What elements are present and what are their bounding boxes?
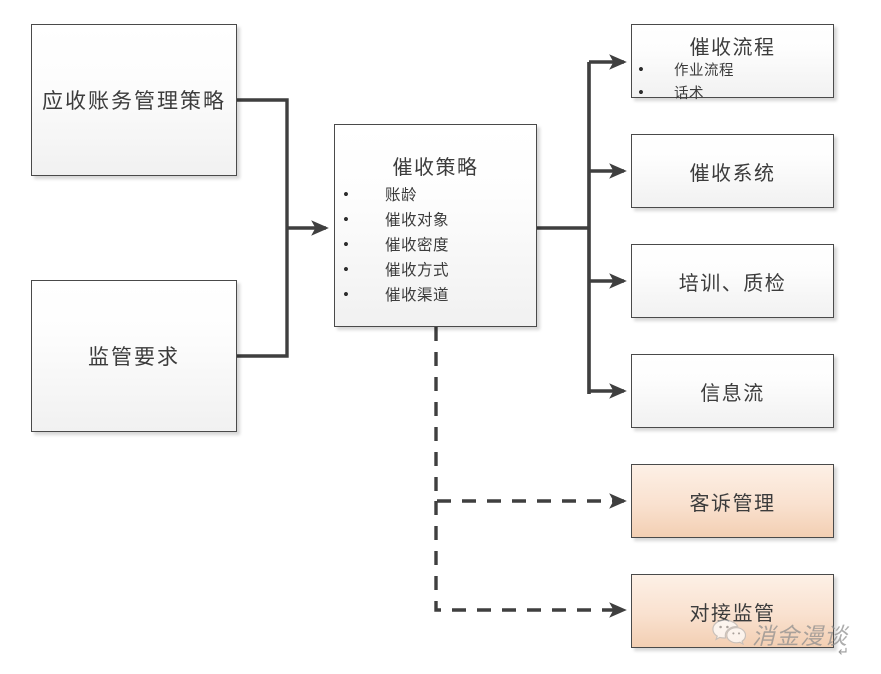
node-complaint-management-label: 客诉管理 (689, 492, 776, 515)
list-item: • 作业流程 (632, 60, 833, 83)
list-item: • 催收渠道 (335, 284, 536, 309)
bullet-icon: • (343, 210, 350, 229)
node-regulatory-requirements[interactable]: 监管要求 (31, 280, 237, 432)
node-collection-system-label: 催收系统 (689, 162, 776, 185)
node-collection-system[interactable]: 催收系统 (631, 134, 834, 208)
edge-core-to-trunk (537, 62, 591, 610)
node-collection-process-list: • 作业流程 • 话术 (632, 60, 833, 106)
list-item: • 话术 (632, 83, 833, 106)
paragraph-mark: ↵ (838, 644, 849, 659)
node-complaint-management[interactable]: 客诉管理 (631, 464, 834, 538)
node-collection-strategy[interactable]: 催收策略 • 账龄 • 催收对象 • 催收密度 • 催收方式 • 催收渠道 (334, 124, 537, 327)
node-receivables-strategy[interactable]: 应收账务管理策略 (31, 24, 237, 176)
node-collection-strategy-list: • 账龄 • 催收对象 • 催收密度 • 催收方式 • 催收渠道 (335, 184, 536, 309)
node-regulatory-label: 监管要求 (88, 345, 180, 369)
node-information-flow-label: 信息流 (700, 382, 765, 405)
list-item: • 账龄 (335, 184, 536, 209)
watermark: 消金漫谈 (712, 617, 848, 651)
list-item: • 催收对象 (335, 209, 536, 234)
edge-dashed-supervision (434, 501, 627, 618)
node-receivables-label: 应收账务管理策略 (42, 89, 226, 113)
bullet-icon: • (343, 260, 350, 279)
edge-dashed-complaints (434, 327, 627, 509)
watermark-text: 消金漫谈 (752, 624, 848, 649)
node-collection-strategy-heading: 催收策略 (392, 157, 479, 179)
node-collection-process-heading: 催收流程 (689, 37, 776, 59)
list-item: • 催收密度 (335, 234, 536, 259)
edge-inputs-to-core (237, 98, 329, 358)
bullet-icon: • (343, 185, 350, 204)
list-item: • 催收方式 (335, 259, 536, 284)
bullet-icon: • (638, 60, 645, 79)
node-training-quality-label: 培训、质检 (678, 272, 787, 295)
node-regulatory-liaison-label: 对接监管 (689, 602, 776, 625)
bullet-icon: • (638, 83, 645, 102)
bullet-icon: • (343, 285, 350, 304)
node-collection-process[interactable]: 催收流程 • 作业流程 • 话术 (631, 24, 834, 102)
node-training-quality[interactable]: 培训、质检 (631, 244, 834, 318)
node-information-flow[interactable]: 信息流 (631, 354, 834, 428)
wechat-icon (712, 619, 747, 650)
bullet-icon: • (343, 235, 350, 254)
